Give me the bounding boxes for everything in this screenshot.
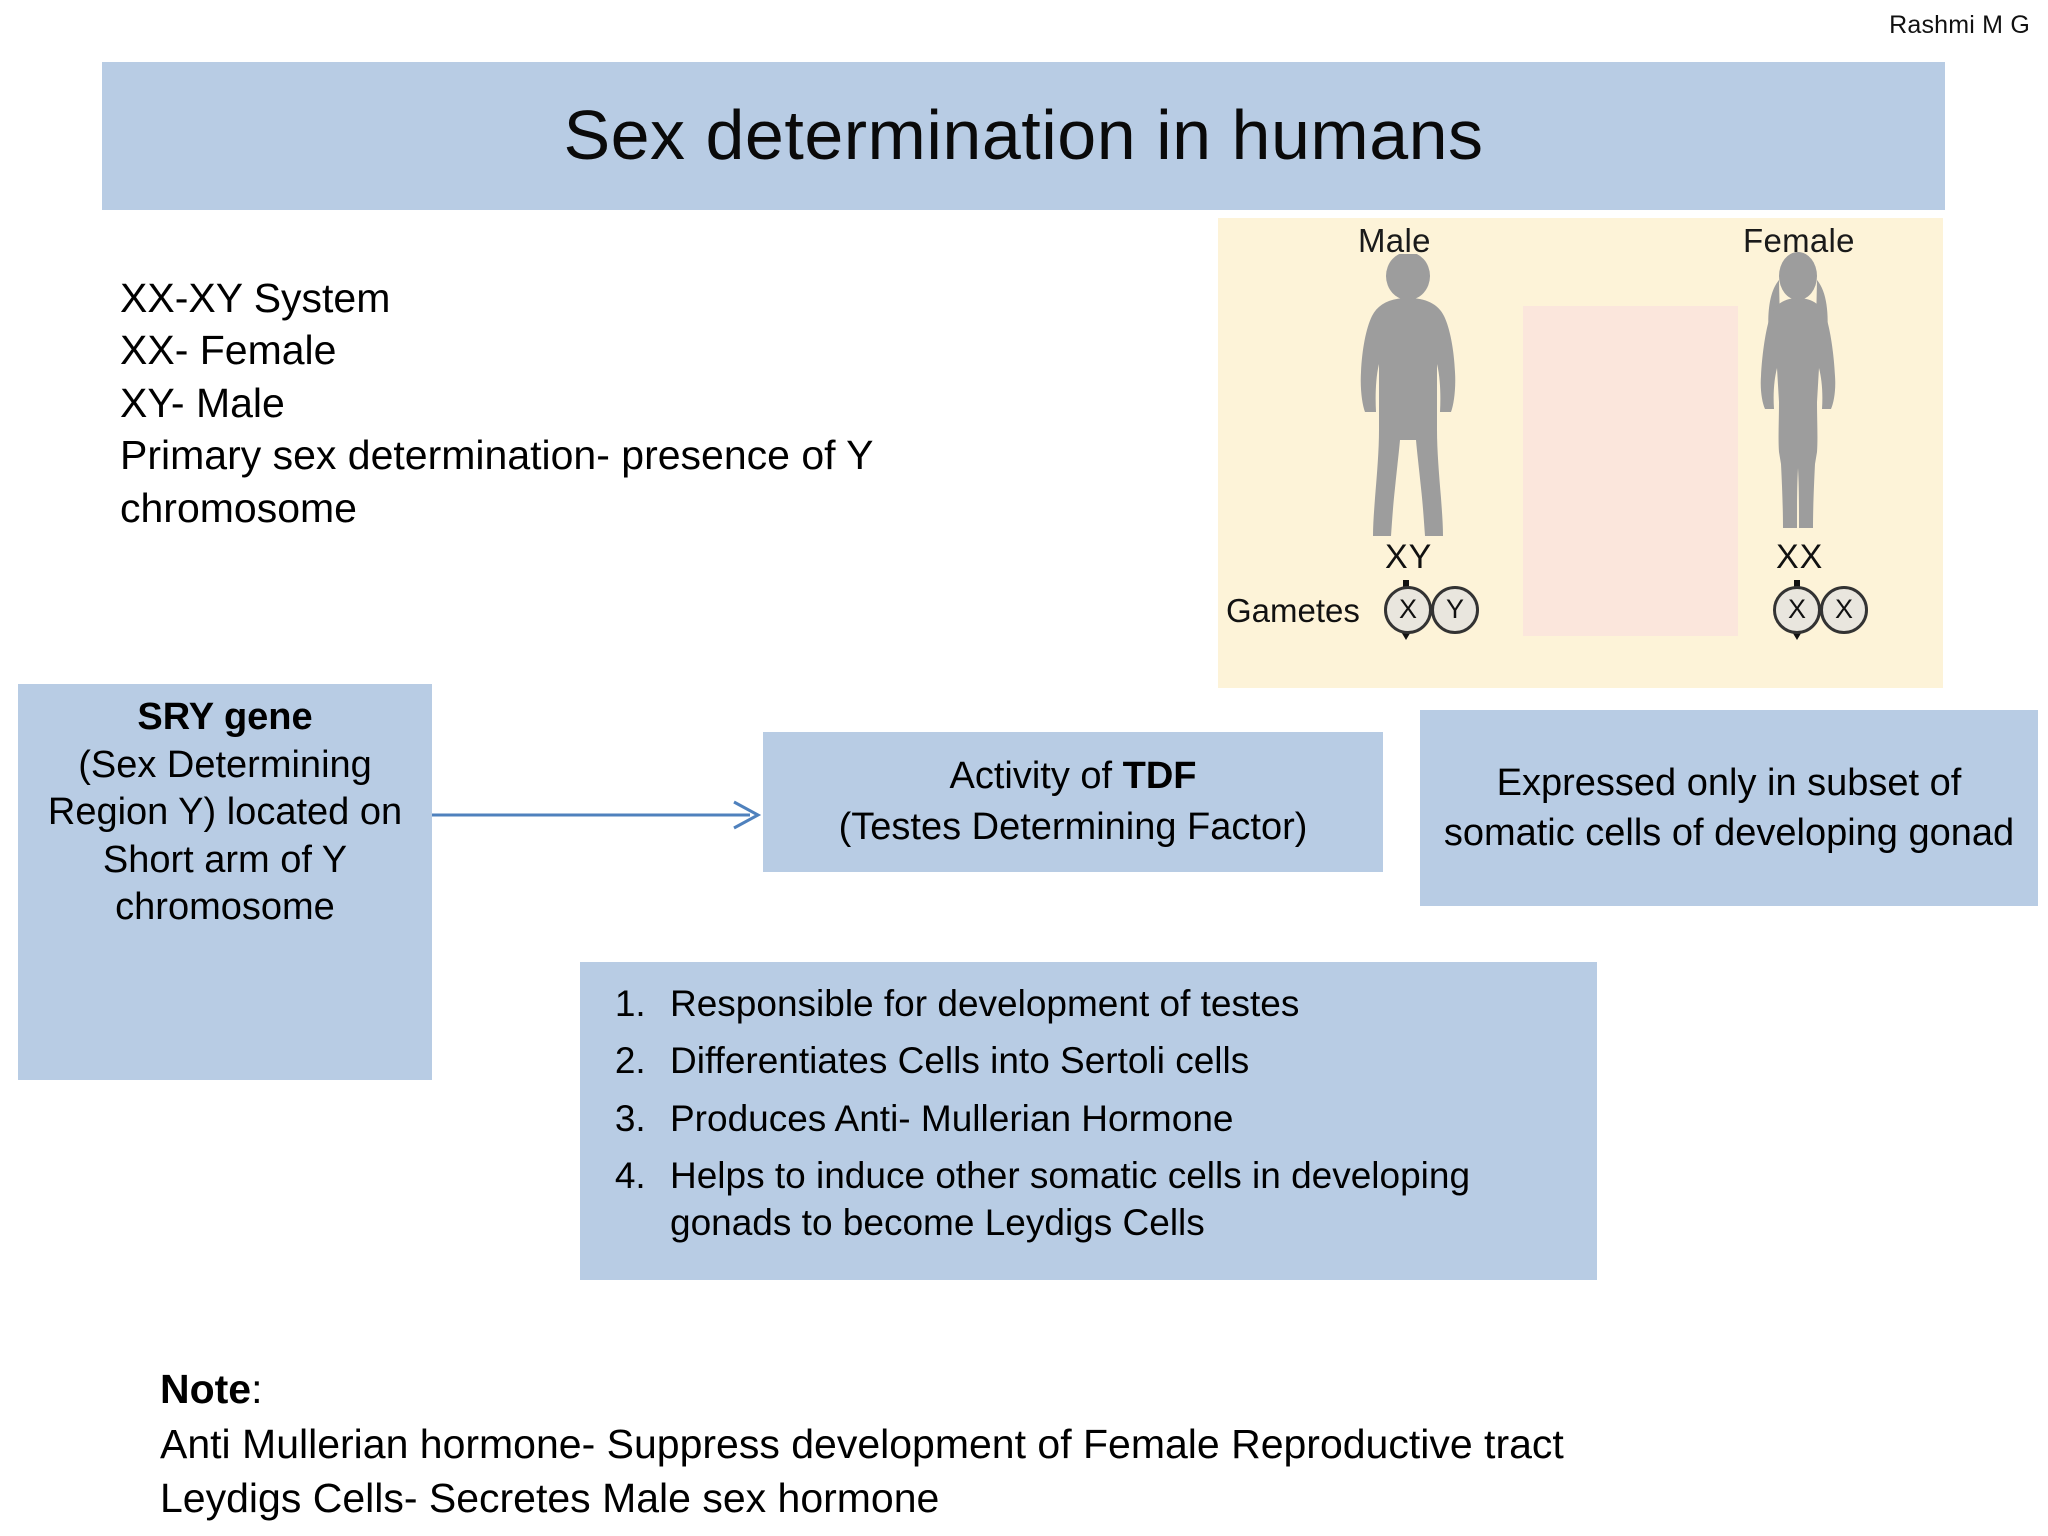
intro-text-block: XX-XY System XX- Female XY- Male Primary… [120, 272, 1020, 534]
list-item: Responsible for development of testes [656, 980, 1581, 1027]
male-gamete-x: X [1384, 586, 1432, 634]
list-item: Produces Anti- Mullerian Hormone [656, 1095, 1581, 1142]
expression-scope-box: Expressed only in subset of somatic cell… [1420, 710, 2038, 906]
intro-line-1: XX-XY System [120, 275, 391, 321]
note-heading-word: Note [160, 1366, 252, 1412]
female-karyotype-label: XX [1776, 538, 1824, 576]
list-item: Differentiates Cells into Sertoli cells [656, 1037, 1581, 1084]
gametes-label: Gametes [1226, 592, 1360, 629]
sry-gene-heading: SRY gene [137, 696, 313, 738]
sry-gene-body: (Sex Determining Region Y) located on Sh… [47, 743, 403, 929]
expression-scope-text: Expressed only in subset of somatic cell… [1443, 761, 2015, 854]
intro-line-4: Primary sex determination- presence of Y [120, 432, 874, 479]
illustration-center-panel [1523, 306, 1738, 636]
author-credit: Rashmi M G [1889, 11, 2030, 39]
male-karyotype-label: XY [1385, 538, 1433, 576]
sry-gene-box: SRY gene (Sex Determining Region Y) loca… [18, 684, 432, 1080]
illustration-male-label: Male [1358, 222, 1431, 259]
tdf-abbreviation: TDF [1122, 755, 1197, 798]
tdf-line-1-prefix: Activity of [949, 755, 1123, 798]
tdf-functions-box: Responsible for development of testes Di… [580, 962, 1597, 1280]
sry-to-tdf-arrow-icon [432, 800, 762, 830]
female-gamete-x-2: X [1820, 586, 1868, 634]
note-block: Note: Anti Mullerian hormone- Suppress d… [160, 1362, 1920, 1526]
female-gamete-x-1: X [1773, 586, 1821, 634]
male-gamete-y: Y [1431, 586, 1479, 634]
tdf-functions-list: Responsible for development of testes Di… [594, 980, 1581, 1247]
page-title: Sex determination in humans [563, 96, 1484, 175]
note-heading-colon: : [251, 1366, 263, 1412]
note-line-2: Leydigs Cells- Secretes Male sex hormone [160, 1475, 940, 1522]
tdf-line-2: (Testes Determining Factor) [838, 806, 1308, 848]
sex-determination-illustration: Male Female XY XX Gametes X Y X X [1218, 218, 1943, 688]
note-heading: Note: [160, 1362, 1920, 1417]
intro-line-3: XY- Male [120, 379, 285, 426]
intro-line-2: XX- Female [120, 327, 337, 374]
male-silhouette-icon [1360, 254, 1456, 536]
female-silhouette-icon [1760, 252, 1836, 528]
title-banner: Sex determination in humans [102, 62, 1945, 210]
list-item: Helps to induce other somatic cells in d… [656, 1152, 1581, 1247]
tdf-activity-box: Activity of TDF (Testes Determining Fact… [763, 732, 1383, 872]
intro-line-5: chromosome [120, 484, 357, 531]
note-line-1: Anti Mullerian hormone- Suppress develop… [160, 1420, 1564, 1467]
tdf-line-1: Activity of TDF [763, 751, 1383, 802]
